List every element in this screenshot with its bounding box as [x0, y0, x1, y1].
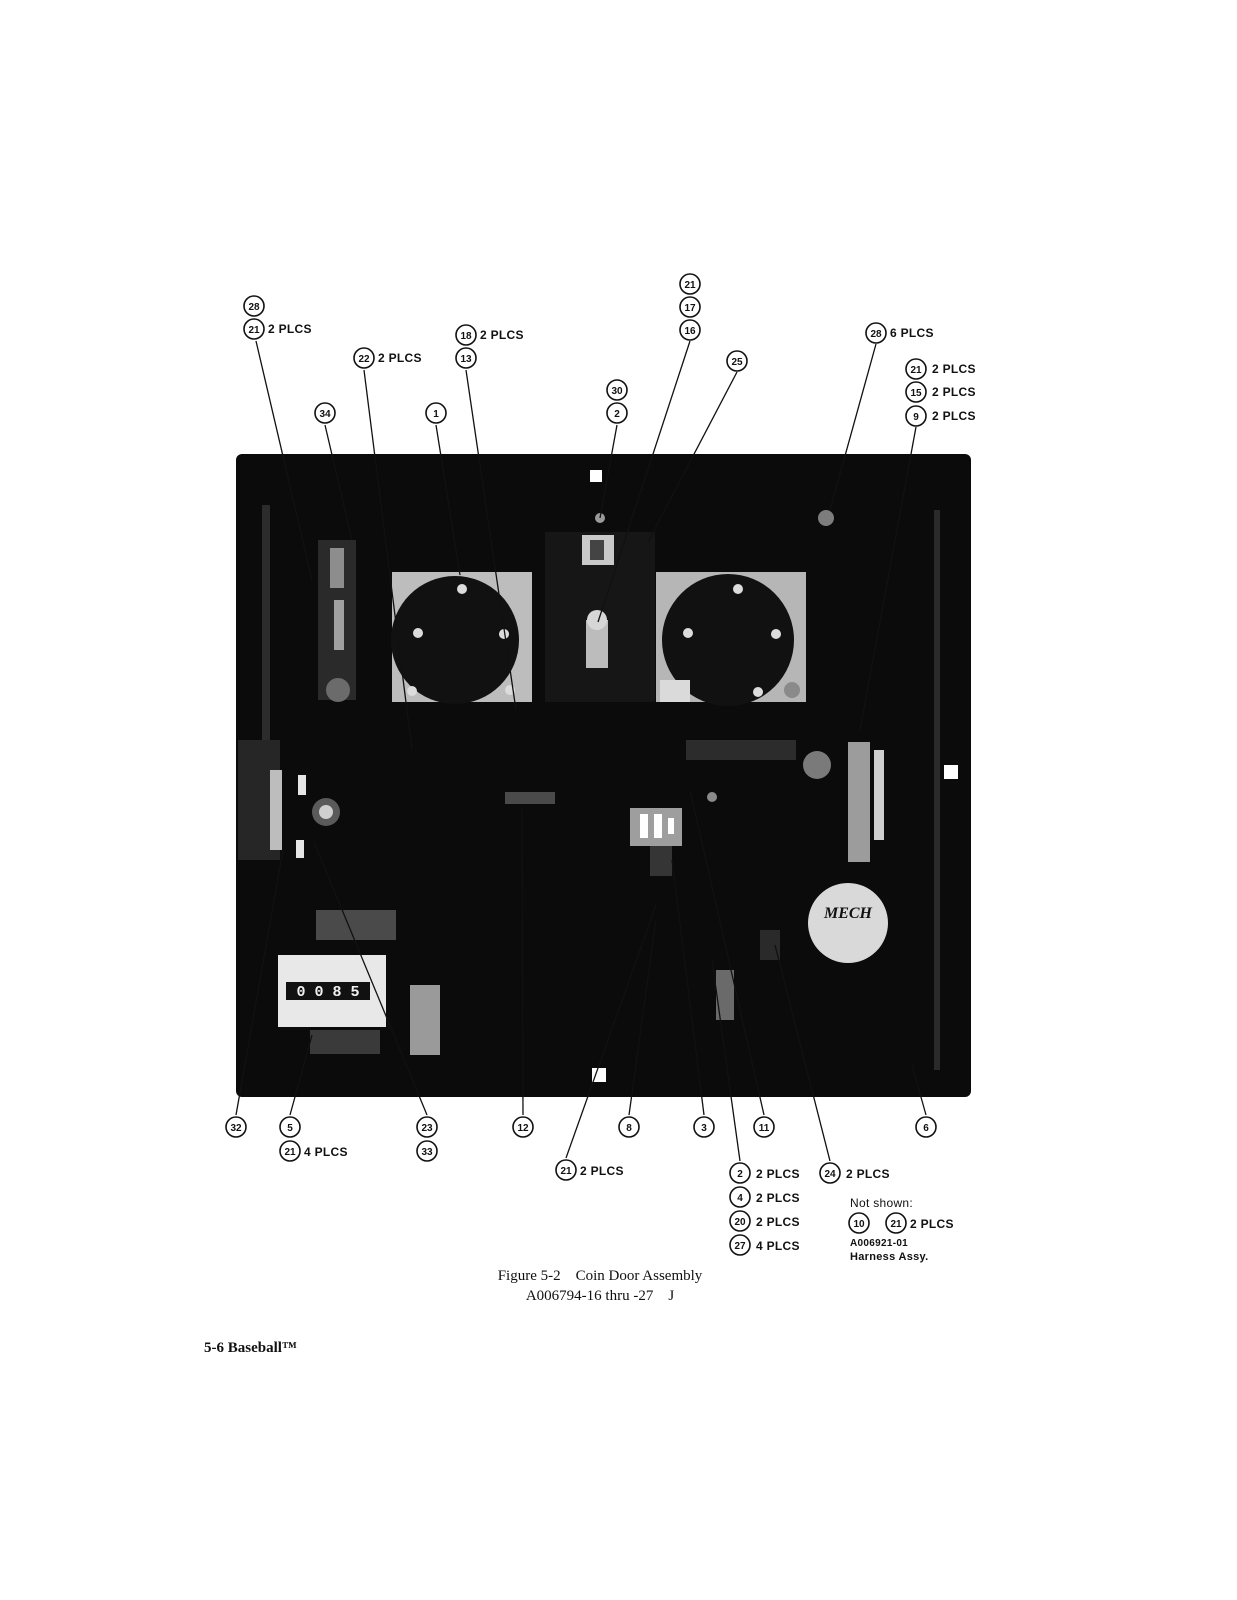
callout-number: 24 [824, 1169, 836, 1180]
callout-qty: 2 PLCS [268, 322, 312, 336]
callout-number: 15 [910, 388, 922, 399]
callout-qty: 2 PLCS [756, 1215, 800, 1229]
callout-balloons [225, 273, 937, 1256]
callout-qty: 2 PLCS [480, 328, 524, 342]
balloon [512, 1116, 534, 1138]
figure-caption-title: Figure 5-2 Coin Door Assembly [497, 1268, 703, 1284]
callout-number: 2 [614, 409, 620, 420]
callout-qty: 2 PLCS [580, 1164, 624, 1178]
callout-qty: 4 PLCS [304, 1145, 348, 1159]
balloon [606, 379, 628, 401]
balloon [416, 1116, 438, 1138]
balloon [243, 295, 265, 317]
balloon [726, 350, 748, 372]
callout-qty: 2 PLCS [378, 351, 422, 365]
balloon [679, 296, 701, 318]
balloon [693, 1116, 715, 1138]
figure-caption-part-range: A006794-16 thru -27 J [525, 1288, 675, 1304]
callout-number: 34 [319, 409, 331, 420]
callout-qty: 2 PLCS [932, 385, 976, 399]
balloon [606, 402, 628, 424]
balloon [915, 1116, 937, 1138]
balloon [905, 381, 927, 403]
callout-number: 21 [910, 365, 922, 376]
balloon [885, 1212, 907, 1234]
balloon [729, 1186, 751, 1208]
callout-qty: 2 PLCS [756, 1167, 800, 1181]
callout-number: 23 [421, 1123, 433, 1134]
callout-number: 3 [701, 1123, 707, 1134]
balloon [314, 402, 336, 424]
callout-number: 10 [853, 1219, 865, 1230]
leader-lines [235, 340, 927, 1162]
balloon [679, 319, 701, 341]
callout-number: 28 [870, 329, 882, 340]
callout-number: 11 [759, 1123, 770, 1134]
callout-number: 25 [731, 357, 743, 368]
callout-number: 22 [358, 354, 370, 365]
svg-text:MECH: MECH [823, 905, 873, 922]
callout-number: 6 [923, 1123, 929, 1134]
balloon [905, 358, 927, 380]
callout-number: 18 [460, 331, 472, 342]
callout-number: 13 [460, 354, 472, 365]
balloon [848, 1212, 870, 1234]
not-shown-heading: Not shown: [850, 1196, 914, 1210]
callout-qty: 2 PLCS [756, 1191, 800, 1205]
callout-number: 9 [913, 412, 919, 423]
callout-qty: 4 PLCS [756, 1239, 800, 1253]
balloon [425, 402, 447, 424]
balloon [353, 347, 375, 369]
callout-number: 16 [684, 326, 696, 337]
callout-number: 12 [517, 1123, 529, 1134]
balloon [455, 324, 477, 346]
callout-number: 21 [248, 325, 260, 336]
callout-number: 1 [433, 409, 439, 420]
not-shown-description: Harness Assy. [850, 1251, 929, 1263]
balloon [865, 322, 887, 344]
callout-numbers: 28 21 22 34 1 18 13 30 2 21 17 16 25 28 … [230, 280, 929, 1252]
callout-qty: 2 PLCS [846, 1167, 890, 1181]
callout-number: 28 [248, 302, 260, 313]
callout-number: 5 [287, 1123, 293, 1134]
callout-qty: 2 PLCS [932, 362, 976, 376]
coin-door-photo: MECH 0 0 8 5 [236, 454, 971, 1097]
not-shown-part-number: A006921-01 [850, 1238, 909, 1249]
balloon [455, 347, 477, 369]
page-footer: 5-6 Baseball™ [204, 1340, 297, 1356]
callout-number: 8 [626, 1123, 632, 1134]
balloon [555, 1159, 577, 1181]
balloon [729, 1234, 751, 1256]
callout-number: 33 [421, 1147, 433, 1158]
callout-number: 21 [560, 1166, 572, 1177]
callout-number: 4 [737, 1193, 743, 1204]
balloon [279, 1140, 301, 1162]
balloon [225, 1116, 247, 1138]
balloon [618, 1116, 640, 1138]
balloon [416, 1140, 438, 1162]
balloon [729, 1162, 751, 1184]
callout-number: 27 [734, 1241, 746, 1252]
callout-number: 2 [737, 1169, 743, 1180]
balloon [679, 273, 701, 295]
callout-number: 32 [230, 1123, 242, 1134]
callout-qty: 6 PLCS [890, 326, 934, 340]
balloon [819, 1162, 841, 1184]
balloon [753, 1116, 775, 1138]
callout-number: 17 [684, 303, 696, 314]
balloon [243, 318, 265, 340]
callout-qty: 2 PLCS [932, 409, 976, 423]
callout-number: 21 [890, 1219, 902, 1230]
callout-qty: 2 PLCS [910, 1217, 954, 1231]
callout-number: 20 [734, 1217, 746, 1228]
balloon [905, 405, 927, 427]
svg-text:0 0 8 5: 0 0 8 5 [296, 984, 359, 1001]
balloon [279, 1116, 301, 1138]
callout-number: 21 [284, 1147, 296, 1158]
callout-number: 21 [684, 280, 696, 291]
callout-number: 30 [611, 386, 623, 397]
balloon [729, 1210, 751, 1232]
